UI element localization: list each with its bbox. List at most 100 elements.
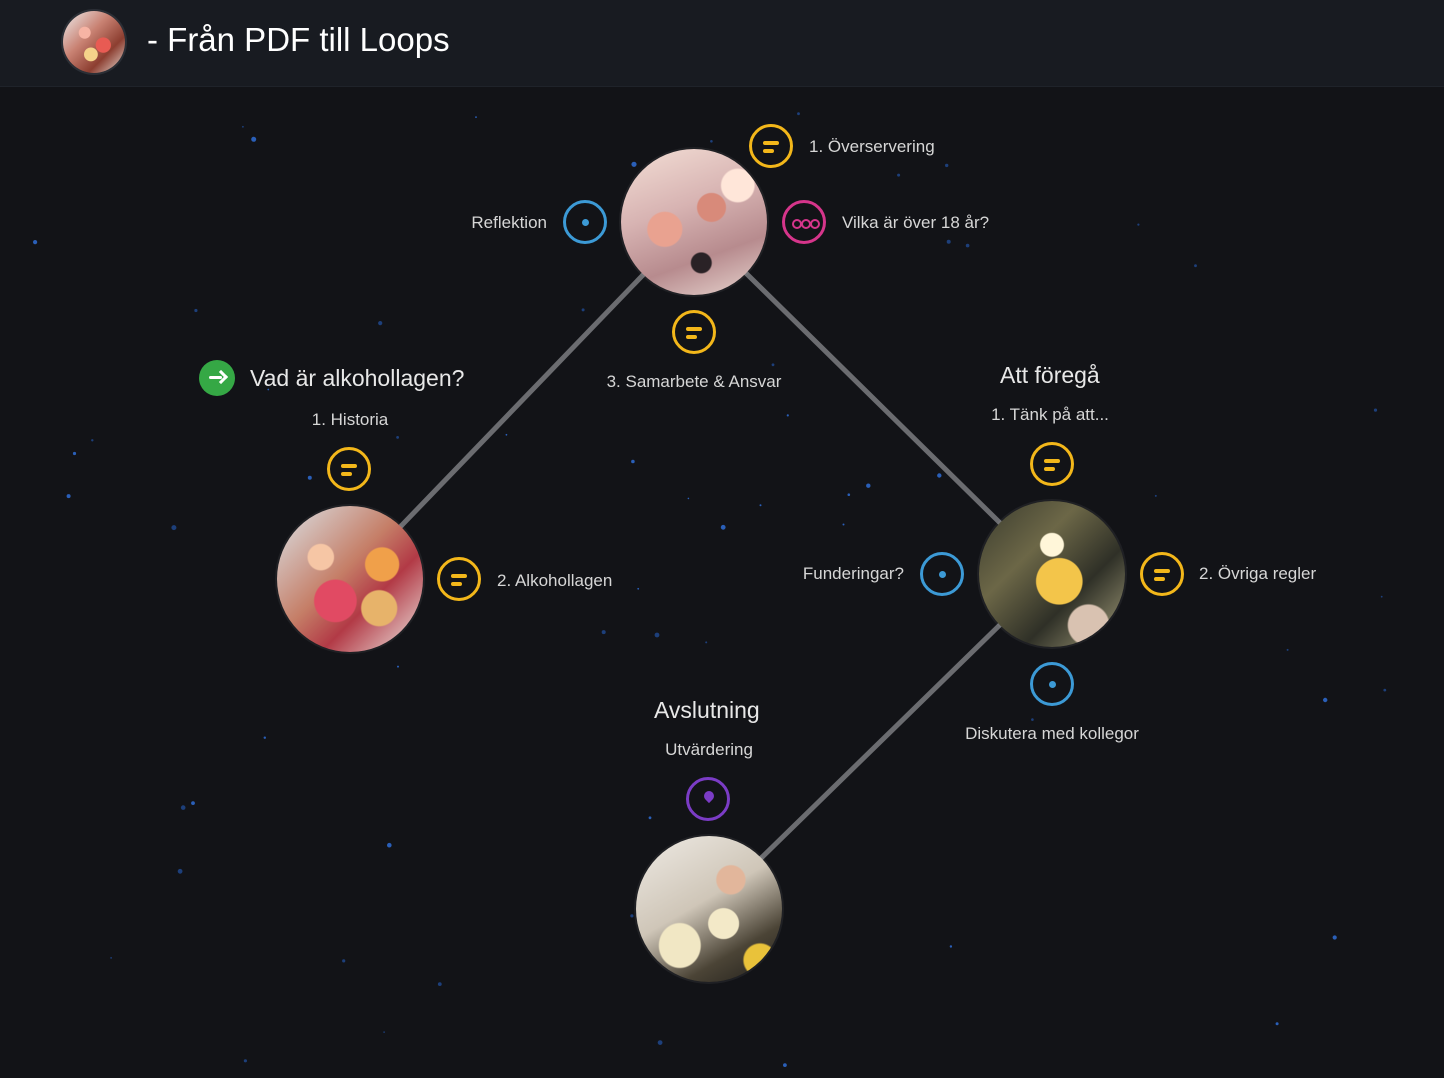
star (194, 308, 198, 313)
star (505, 433, 508, 436)
course-title: - Från PDF till Loops (147, 21, 450, 58)
hub-photo-beer[interactable] (979, 501, 1125, 647)
hub-photo-cocktails[interactable] (277, 506, 423, 652)
reflection-dot-icon[interactable] (563, 200, 607, 244)
reflection-dot-icon[interactable] (920, 552, 964, 596)
star (710, 140, 713, 143)
star (797, 112, 800, 116)
star (263, 736, 266, 739)
star (786, 414, 789, 417)
star (72, 451, 77, 456)
connector-right-end (706, 571, 1055, 912)
star (842, 523, 845, 526)
star (1275, 1022, 1279, 1026)
star (654, 632, 660, 638)
text-lines-icon[interactable] (749, 124, 793, 168)
start-hub-heading: Vad är alkohollagen? (250, 365, 465, 391)
star (937, 473, 942, 478)
hub-photo-wine-glasses[interactable] (621, 149, 767, 295)
star (866, 483, 871, 488)
item-label-alkohollagen: 2. Alkohollagen (497, 571, 613, 590)
star (1031, 718, 1034, 721)
star (631, 161, 637, 167)
star (1154, 494, 1157, 497)
top-bar: - Från PDF till Loops (0, 0, 1444, 87)
star (1373, 408, 1378, 412)
star (759, 504, 762, 507)
star (171, 525, 177, 531)
star (1380, 595, 1383, 598)
course-avatar-icon[interactable] (63, 11, 125, 73)
star (243, 1059, 247, 1063)
star (475, 116, 477, 118)
item-label-overservering: 1. Överservering (809, 137, 935, 156)
star (383, 1031, 385, 1033)
star (946, 239, 951, 244)
star (267, 388, 270, 391)
text-lines-icon[interactable] (1140, 552, 1184, 596)
star (180, 805, 186, 810)
star (91, 439, 94, 442)
star (1137, 223, 1140, 226)
item-label-utvardering: Utvärdering (665, 740, 753, 759)
star (720, 524, 726, 530)
star (1323, 697, 1328, 703)
location-pin-icon[interactable] (686, 777, 730, 821)
item-label-reflektion: Reflektion (471, 213, 547, 232)
star (648, 816, 652, 820)
star (342, 959, 346, 963)
poll-dot (810, 219, 820, 229)
right-hub-heading: Att föregå (1000, 362, 1100, 388)
item-label-tank-pa-att: 1. Tänk på att... (991, 405, 1109, 424)
star (251, 136, 257, 142)
reflection-dot-icon[interactable] (1030, 662, 1074, 706)
star (601, 630, 606, 635)
star (242, 125, 244, 128)
item-label-diskutera: Diskutera med kollegor (965, 724, 1139, 743)
connector-middle-right (691, 219, 1055, 577)
star (387, 842, 392, 848)
text-lines-icon[interactable] (327, 447, 371, 491)
item-label-samarbete: 3. Samarbete & Ansvar (606, 372, 782, 391)
star (581, 308, 585, 312)
item-label-ovriga-regler: 2. Övriga regler (1199, 564, 1317, 583)
star (33, 240, 38, 245)
item-label-vilka: Vilka är över 18 år? (842, 213, 990, 232)
star (1332, 935, 1337, 940)
star (965, 243, 970, 248)
star (1383, 688, 1387, 692)
star (307, 475, 312, 480)
star (637, 587, 640, 590)
text-lines-icon[interactable] (1030, 442, 1074, 486)
star (897, 173, 901, 177)
star (378, 321, 383, 326)
star (783, 1063, 787, 1067)
star (177, 868, 183, 874)
poll-dots-icon[interactable] (782, 200, 826, 244)
item-label-historia: 1. Historia (311, 410, 389, 429)
star (110, 957, 112, 959)
hub-photo-sour-cocktails[interactable] (636, 836, 782, 982)
star (631, 459, 635, 464)
star (771, 363, 775, 367)
star (396, 436, 399, 439)
star (437, 982, 442, 986)
star (397, 665, 399, 668)
star (705, 641, 708, 644)
text-lines-icon[interactable] (437, 557, 481, 601)
star (630, 914, 634, 918)
star (945, 163, 949, 168)
star (687, 497, 690, 500)
connector-start-middle (347, 219, 697, 582)
star (191, 801, 195, 805)
star (657, 1040, 663, 1045)
start-arrow-icon[interactable] (199, 360, 235, 396)
star (66, 494, 71, 499)
star (949, 945, 953, 948)
star (1194, 264, 1197, 268)
item-label-funderingar: Funderingar? (802, 564, 904, 583)
star (1286, 648, 1289, 651)
text-lines-icon[interactable] (672, 310, 716, 354)
star (847, 493, 851, 497)
